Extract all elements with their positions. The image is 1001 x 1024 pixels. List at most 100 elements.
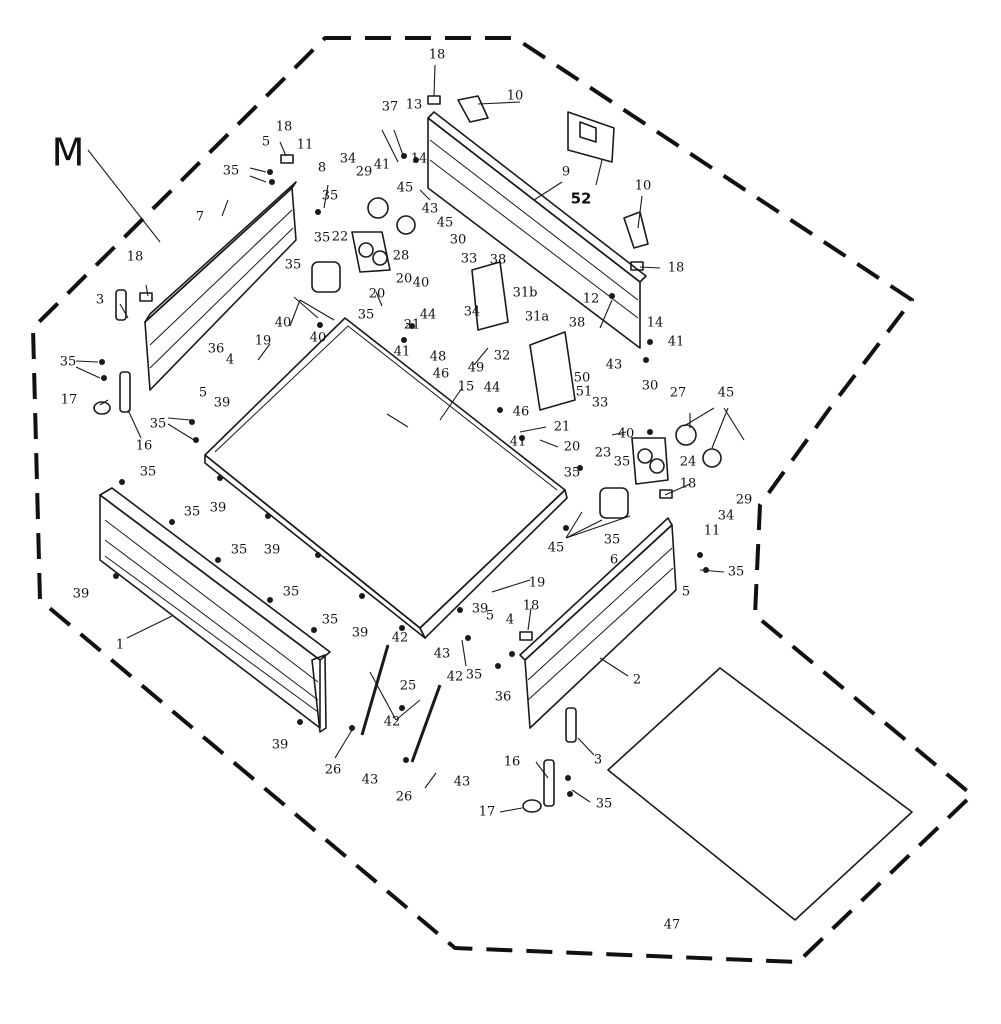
callout-43: 43 xyxy=(434,647,451,662)
callout-51: 51 xyxy=(576,385,593,400)
callout-35: 35 xyxy=(596,797,613,812)
callout-35: 35 xyxy=(184,505,201,520)
callout-35: 35 xyxy=(322,189,339,204)
reflector-29-bottom xyxy=(702,448,722,468)
callout-26: 26 xyxy=(325,763,342,778)
callout-35: 35 xyxy=(358,308,375,323)
callout-18: 18 xyxy=(523,599,540,614)
callout-39: 39 xyxy=(73,587,90,602)
callout-29: 29 xyxy=(356,165,373,180)
mounting-bracket xyxy=(567,111,615,163)
side-panel-front-left xyxy=(99,487,331,733)
callout-44: 44 xyxy=(484,381,501,396)
callout-35: 35 xyxy=(728,565,745,580)
callout-4: 4 xyxy=(226,353,234,368)
callout-41: 41 xyxy=(668,335,685,350)
callout-30: 30 xyxy=(450,233,467,248)
callout-49: 49 xyxy=(468,361,485,376)
callout-45: 45 xyxy=(718,386,735,401)
callout-5: 5 xyxy=(262,135,270,150)
callout-33: 33 xyxy=(461,252,478,267)
callout-5: 5 xyxy=(199,386,207,401)
callout-39: 39 xyxy=(352,626,369,641)
reflector-29-top xyxy=(367,197,389,219)
callout-15: 15 xyxy=(458,380,475,395)
assembly-boundary xyxy=(31,36,974,964)
callout-2: 2 xyxy=(633,673,641,688)
callout-46: 46 xyxy=(433,367,450,382)
callout-31b: 31b xyxy=(513,286,538,301)
callout-43: 43 xyxy=(362,773,379,788)
callout-4: 4 xyxy=(506,613,514,628)
callout-labels: 1 2 3 3 4 4 5 5 5 5 6 7 8 9 10 10 11 11 … xyxy=(60,48,753,933)
callout-17: 17 xyxy=(61,393,78,408)
callout-1: 1 xyxy=(116,638,124,653)
cap-18-top xyxy=(427,95,441,105)
callout-42: 42 xyxy=(392,631,409,646)
callout-42: 42 xyxy=(447,670,464,685)
floor-mat xyxy=(607,667,913,921)
latch-right-upper xyxy=(565,707,577,743)
callout-45: 45 xyxy=(397,181,414,196)
callout-44: 44 xyxy=(420,308,437,323)
callout-19: 19 xyxy=(255,334,272,349)
callout-30: 30 xyxy=(642,379,659,394)
callout-26: 26 xyxy=(396,790,413,805)
callout-38: 38 xyxy=(490,253,507,268)
gasket-right xyxy=(599,487,629,519)
callout-35: 35 xyxy=(150,417,167,432)
callout-39: 39 xyxy=(272,738,289,753)
gas-strut-right xyxy=(410,684,442,763)
latch-left-upper xyxy=(115,289,127,321)
callout-33: 33 xyxy=(592,396,609,411)
callout-43: 43 xyxy=(454,775,471,790)
callout-10: 10 xyxy=(507,89,524,104)
assembly-label: M xyxy=(52,131,85,175)
cap-18-mid xyxy=(659,489,673,499)
cap-18-bottom xyxy=(519,631,533,641)
callout-12: 12 xyxy=(583,292,600,307)
callout-35: 35 xyxy=(283,585,300,600)
callout-21: 21 xyxy=(554,420,571,435)
side-panel-front-right xyxy=(519,517,677,729)
callout-52: 52 xyxy=(571,190,592,208)
callout-22: 22 xyxy=(332,230,349,245)
callout-14: 14 xyxy=(647,316,664,331)
callout-45: 45 xyxy=(548,541,565,556)
callout-43: 43 xyxy=(422,202,439,217)
callout-46: 46 xyxy=(513,405,530,420)
callout-9: 9 xyxy=(562,165,570,180)
leader-lines xyxy=(75,64,745,813)
cap-18-right xyxy=(630,261,644,271)
callout-48: 48 xyxy=(430,350,447,365)
callout-35: 35 xyxy=(140,465,157,480)
floor-panel xyxy=(204,317,568,639)
callout-5: 5 xyxy=(682,585,690,600)
callout-40: 40 xyxy=(413,276,430,291)
callout-40: 40 xyxy=(275,316,292,331)
callout-16: 16 xyxy=(136,439,153,454)
callout-35: 35 xyxy=(60,355,77,370)
callout-17: 17 xyxy=(479,805,496,820)
callout-18: 18 xyxy=(680,477,697,492)
callout-18: 18 xyxy=(276,120,293,135)
callout-32: 32 xyxy=(494,349,511,364)
gas-strut-left xyxy=(360,644,390,736)
callout-43: 43 xyxy=(606,358,623,373)
callout-6: 6 xyxy=(610,553,618,568)
latch-handle-left xyxy=(93,401,111,415)
cap-18-left-top xyxy=(280,154,294,164)
callout-35: 35 xyxy=(322,613,339,628)
callout-20: 20 xyxy=(369,287,386,302)
callout-28: 28 xyxy=(393,249,410,264)
callout-8: 8 xyxy=(318,161,326,176)
license-bracket-31a xyxy=(529,331,576,411)
callout-37: 37 xyxy=(382,100,399,115)
callout-24: 24 xyxy=(680,455,697,470)
tail-light-right xyxy=(631,437,669,485)
callout-11: 11 xyxy=(704,524,721,539)
callout-41: 41 xyxy=(374,158,391,173)
latch-right-lower xyxy=(543,759,555,807)
callout-35: 35 xyxy=(223,164,240,179)
callout-38: 38 xyxy=(569,316,586,331)
